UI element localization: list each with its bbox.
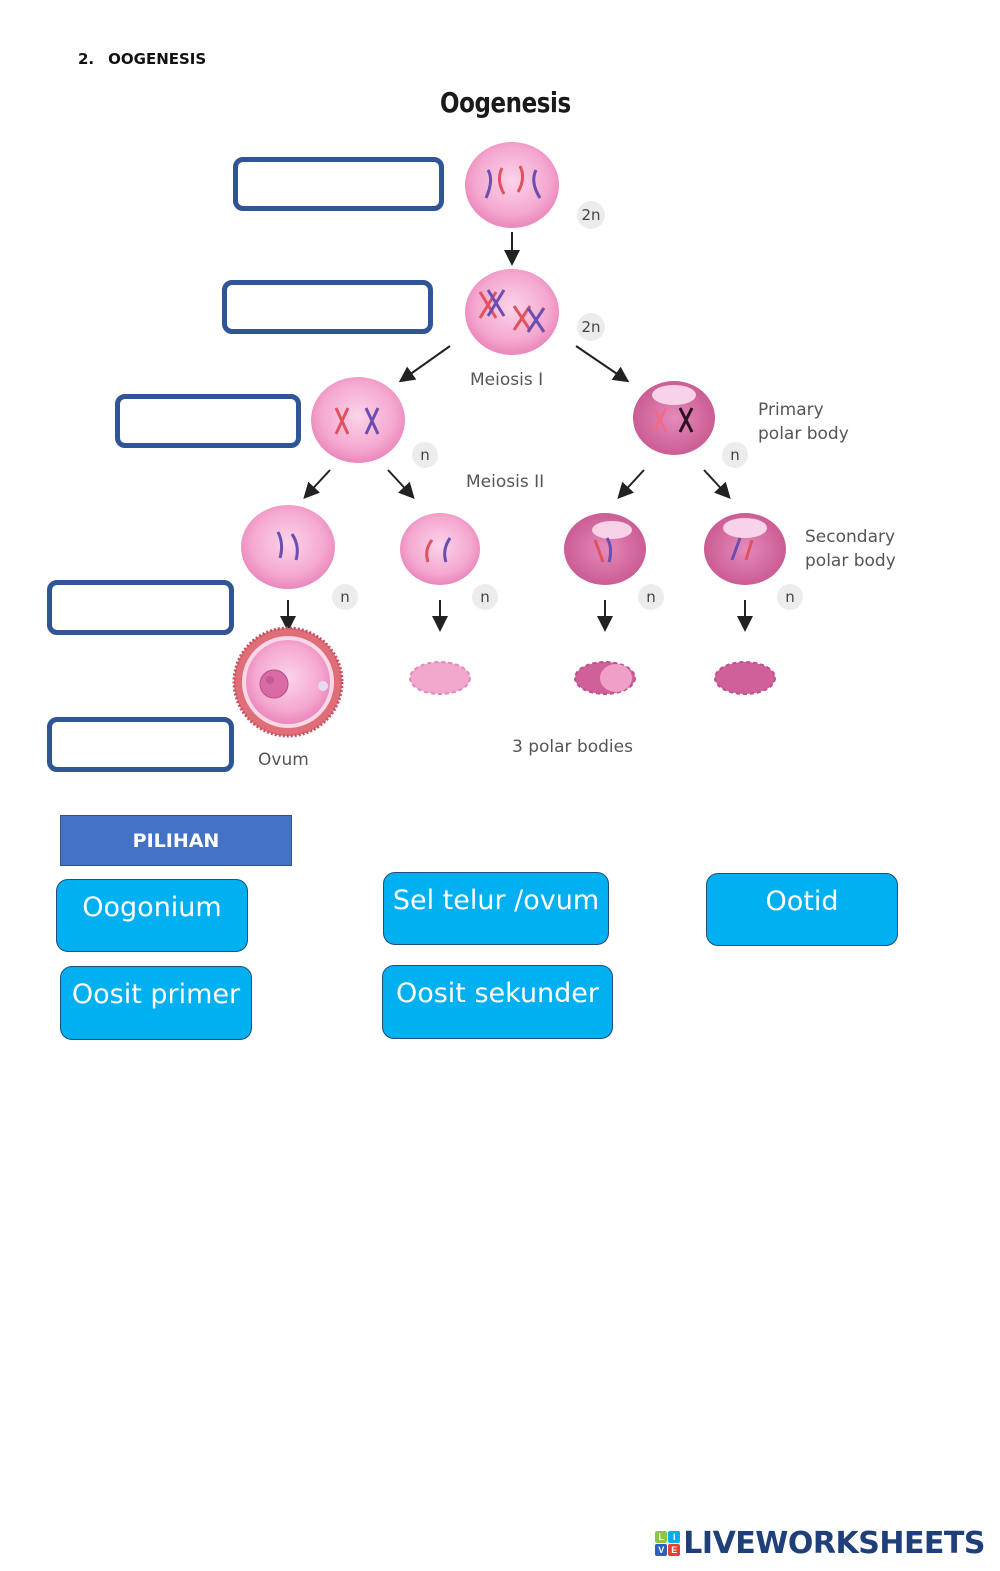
secondary-polar-label-2: polar body bbox=[805, 551, 896, 571]
ploidy-badge: n bbox=[638, 584, 664, 610]
arrow bbox=[703, 469, 731, 499]
second-cell bbox=[400, 513, 480, 585]
section-number: 2. bbox=[78, 50, 95, 68]
svg-text:n: n bbox=[340, 588, 350, 606]
polar-body-remnant bbox=[574, 661, 636, 695]
brand-name: LIVEWORKSHEETS bbox=[683, 1526, 985, 1561]
oogonium-cell bbox=[465, 142, 559, 228]
svg-text:2n: 2n bbox=[581, 318, 600, 336]
option-oogonium[interactable]: Oogonium bbox=[56, 879, 248, 952]
arrow bbox=[398, 345, 451, 383]
arrow bbox=[575, 345, 630, 383]
option-oosit-primer[interactable]: Oosit primer bbox=[60, 966, 252, 1040]
ploidy-badge: n bbox=[777, 584, 803, 610]
svg-text:n: n bbox=[646, 588, 656, 606]
liveworksheets-logo[interactable]: L I V E LIVEWORKSHEETS bbox=[655, 1526, 985, 1561]
secondary-polar-label: Secondary bbox=[805, 527, 895, 547]
ploidy-badge: n bbox=[412, 442, 438, 468]
ploidy-badge: n bbox=[722, 442, 748, 468]
ploidy-badge: n bbox=[332, 584, 358, 610]
meiosis-1-label: Meiosis I bbox=[470, 370, 543, 390]
logo-tiles-icon: L I V E bbox=[655, 1531, 681, 1556]
svg-text:n: n bbox=[730, 446, 740, 464]
primary-polar-label: Primary bbox=[758, 400, 824, 420]
svg-text:2n: 2n bbox=[581, 206, 600, 224]
oogenesis-diagram: 2n 2n Meiosis I n n Primary polar body M… bbox=[232, 142, 896, 770]
polar-bodies-label: 3 polar bodies bbox=[512, 737, 633, 757]
option-oosit-sekunder[interactable]: Oosit sekunder bbox=[382, 965, 613, 1039]
meiosis-2-label: Meiosis II bbox=[466, 472, 544, 492]
option-sel-telur-ovum[interactable]: Sel telur /ovum bbox=[383, 872, 609, 945]
primary-polar-body bbox=[633, 381, 715, 455]
drop-target-3[interactable] bbox=[115, 394, 301, 448]
secondary-polar-body bbox=[564, 513, 646, 585]
ovum-label: Ovum bbox=[258, 750, 309, 770]
primary-polar-label-2: polar body bbox=[758, 424, 849, 444]
arrow bbox=[387, 469, 415, 499]
secondary-polar-body bbox=[704, 513, 786, 585]
secondary-oocyte-cell bbox=[311, 377, 405, 463]
ploidy-badge: 2n bbox=[577, 201, 605, 229]
polar-body-remnant bbox=[409, 661, 471, 695]
polar-body-remnant bbox=[714, 661, 776, 695]
drop-target-5[interactable] bbox=[47, 717, 234, 772]
ootid-cell bbox=[241, 505, 335, 589]
primary-oocyte-cell bbox=[465, 269, 559, 355]
options-header: PILIHAN bbox=[60, 815, 292, 866]
ploidy-badge: 2n bbox=[577, 313, 605, 341]
diagram-title: Oogenesis bbox=[440, 86, 571, 119]
ploidy-badge: n bbox=[472, 584, 498, 610]
svg-text:n: n bbox=[480, 588, 490, 606]
section-title: OOGENESIS bbox=[108, 50, 207, 68]
svg-text:n: n bbox=[420, 446, 430, 464]
option-ootid[interactable]: Ootid bbox=[706, 873, 898, 946]
drop-target-4[interactable] bbox=[47, 580, 234, 635]
ovum-cell bbox=[232, 626, 344, 738]
arrow bbox=[617, 469, 645, 499]
section-heading: 2. OOGENESIS bbox=[78, 50, 206, 68]
svg-text:n: n bbox=[785, 588, 795, 606]
arrow bbox=[303, 469, 331, 499]
drop-target-2[interactable] bbox=[222, 280, 433, 334]
drop-target-1[interactable] bbox=[233, 157, 444, 211]
